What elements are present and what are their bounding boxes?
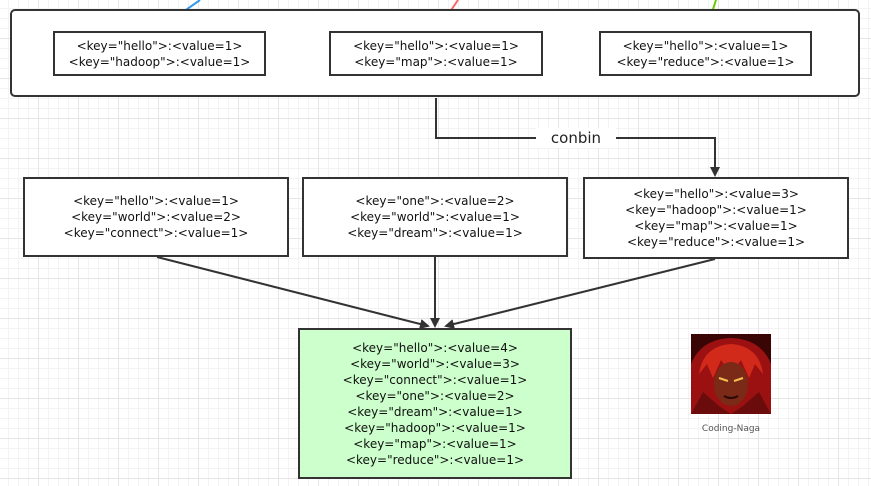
kv-line: <key="map">:<value=1> — [353, 436, 517, 451]
kv-line: <key="hello">:<value=1> — [353, 38, 519, 53]
kv-line: <key="one">:<value=2> — [355, 194, 515, 208]
watermark-avatar — [691, 334, 771, 414]
merge-arrow-right — [444, 258, 716, 329]
kv-line: <key="connect">:<value=1> — [342, 372, 528, 387]
partition-box-1: <key="hello">:<value=1> <key="world">:<v… — [23, 177, 289, 257]
kv-line: <key="hello">:<value=4> — [352, 340, 518, 355]
map-output-box-3: <key="hello">:<value=1> <key="reduce">:<… — [599, 31, 812, 76]
map-output-box-1: <key="hello">:<value=1> <key="hadoop">:<… — [53, 31, 266, 76]
kv-line: <key="hadoop">:<value=1> — [625, 203, 807, 217]
kv-line: <key="reduce">:<value=1> — [345, 452, 525, 467]
kv-line: <key="dream">:<value=1> — [347, 404, 523, 419]
kv-line: <key="hello">:<value=1> — [622, 38, 789, 53]
kv-line: <key="hello">:<value=1> — [76, 38, 243, 53]
kv-line: <key="reduce">:<value=1> — [616, 54, 795, 69]
kv-line: <key="reduce">:<value=1> — [626, 235, 806, 249]
kv-line: <key="world">:<value=3> — [350, 356, 520, 371]
kv-line: <key="hello">:<value=1> — [73, 194, 239, 208]
reduce-result-box: <key="hello">:<value=4> <key="world">:<v… — [298, 328, 572, 479]
combine-label: conbin — [536, 128, 616, 148]
merge-arrow-left — [156, 256, 430, 329]
kv-line: <key="world">:<value=2> — [71, 210, 241, 224]
kv-line: <key="world">:<value=1> — [350, 210, 520, 224]
kv-line: <key="hello">:<value=3> — [633, 187, 799, 201]
kv-line: <key="map">:<value=1> — [354, 54, 518, 69]
watermark-caption: Coding-Naga — [701, 424, 761, 434]
partition-box-2: <key="one">:<value=2> <key="world">:<val… — [302, 177, 568, 257]
kv-line: <key="dream">:<value=1> — [347, 226, 523, 240]
kv-line: <key="hadoop">:<value=1> — [68, 54, 251, 69]
kv-line: <key="hadoop">:<value=1> — [344, 420, 526, 435]
kv-line: <key="one">:<value=2> — [355, 388, 515, 403]
map-output-box-2: <key="hello">:<value=1> <key="map">:<val… — [329, 31, 543, 76]
kv-line: <key="map">:<value=1> — [634, 219, 798, 233]
kv-line: <key="connect">:<value=1> — [63, 226, 249, 240]
combined-box: <key="hello">:<value=3> <key="hadoop">:<… — [583, 177, 849, 259]
